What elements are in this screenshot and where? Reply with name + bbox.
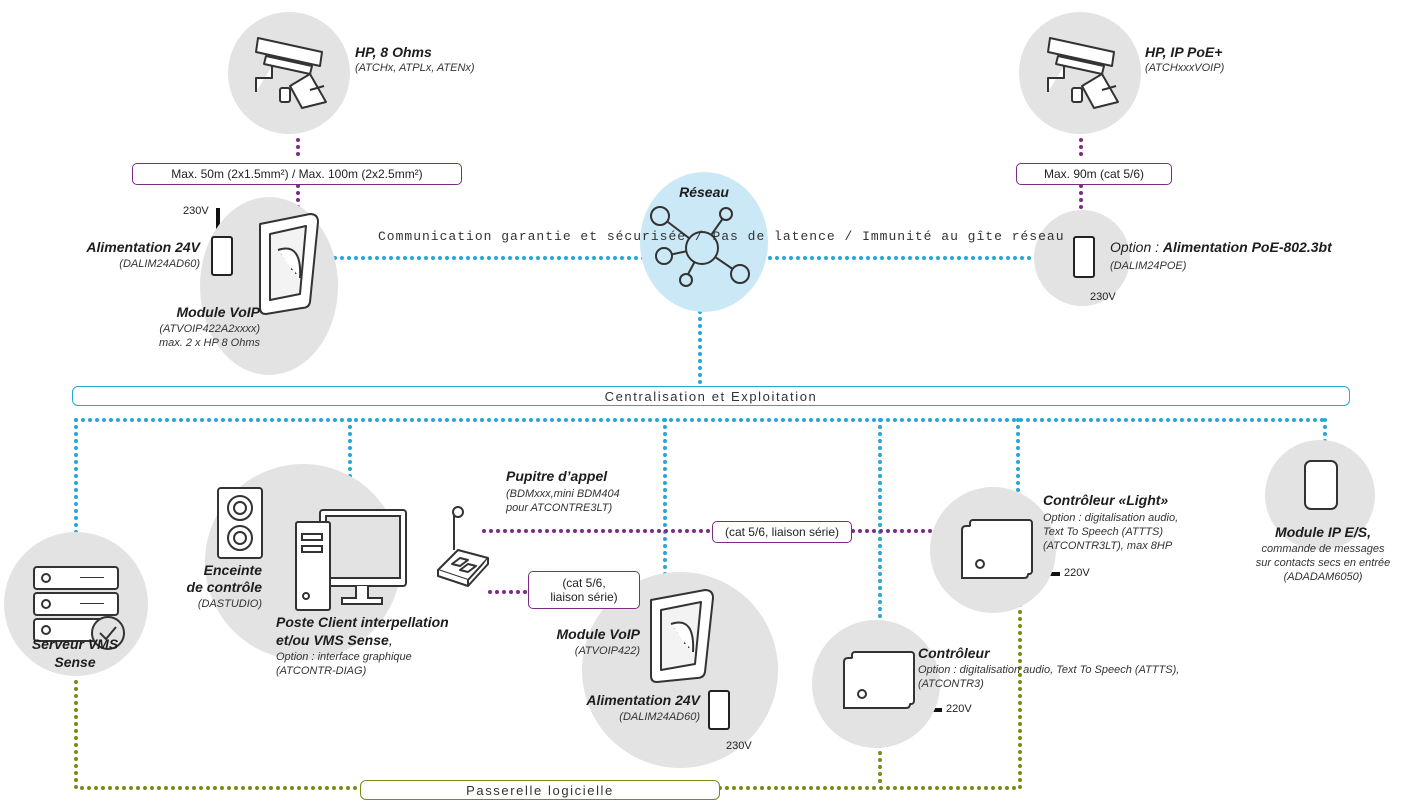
client-note-2: (ATCONTR-DIAG) [276, 665, 367, 677]
io-module-note-2: sur contacts secs en entrée [1255, 557, 1391, 569]
voip-module-bottom-icon [650, 589, 714, 683]
io-module-note-3: (ADADAM6050) [1283, 571, 1363, 583]
software-links [74, 586, 1022, 790]
controller-title: Contrôleur [918, 645, 990, 661]
voltage-left-top: 230V [183, 205, 209, 217]
desktop-computer-icon [295, 509, 407, 611]
speaker-ref: (DASTUDIO) [197, 598, 262, 610]
poe-option-ref: (DALIM24POE) [1110, 260, 1187, 272]
hp-8ohms-circle [228, 12, 350, 134]
light-controller-note-2: Text To Speech (ATTTS) [1043, 526, 1164, 538]
poe-option-title: Alimentation PoE-802.3bt [1162, 239, 1332, 255]
light-controller-title: Contrôleur «Light» [1043, 492, 1169, 508]
power-supply-icon [211, 236, 233, 276]
hp-8ohms-title: HP, 8 Ohms [355, 44, 432, 60]
psu-ref-left: (DALIM24AD60) [119, 258, 200, 270]
controller-icon [843, 651, 915, 709]
network-title: Réseau [679, 184, 729, 200]
client-note-1: Option : interface graphique [276, 651, 412, 663]
serial-link-short-line1: (cat 5/6, [562, 576, 606, 590]
voip-bottom-title: Module VoIP [556, 626, 640, 642]
desk-ref-2: pour ATCONTRE3LT) [506, 502, 613, 514]
voltage-controller: 220V [946, 703, 972, 715]
light-controller-icon [961, 519, 1033, 579]
poe-option-label: Option : Alimentation PoE-802.3bt [1110, 239, 1332, 255]
centralisation-band: Centralisation et Exploitation [72, 386, 1350, 406]
controller-note-1: Option : digitalisation audio, Text To S… [918, 664, 1180, 676]
desk-title: Pupitre d’appel [506, 468, 608, 484]
camera-horn-icon [255, 37, 327, 109]
psu-bottom-title: Alimentation 24V [586, 692, 700, 708]
module-voip-title: Module VoIP [176, 304, 260, 320]
voip-module-icon [259, 213, 319, 315]
power-supply-bottom-icon [708, 690, 730, 730]
speaker-icon [217, 487, 263, 559]
io-module-note-1: commande de messages [1261, 543, 1385, 555]
cable-spec-left: Max. 50m (2x1.5mm²) / Max. 100m (2x2.5mm… [132, 163, 462, 185]
network-links [74, 256, 1327, 662]
serial-link-long: (cat 5/6, liaison série) [712, 521, 852, 543]
hp-ip-title: HP, IP PoE+ [1145, 44, 1223, 60]
call-desk-icon [437, 506, 489, 587]
cable-spec-right: Max. 90m (cat 5/6) [1016, 163, 1172, 185]
light-controller-note-1: Option : digitalisation audio, [1043, 512, 1179, 524]
client-label-2-suffix: , [388, 632, 393, 648]
psu-bottom-ref: (DALIM24AD60) [619, 711, 700, 723]
server-icon [33, 566, 125, 650]
client-label-2: et/ou VMS Sense, [276, 632, 393, 648]
hp-8ohms-refs: (ATCHx, ATPLx, ATENx) [355, 62, 475, 74]
voltage-voip-bottom: 230V [726, 740, 752, 752]
network-nodes-icon [650, 206, 750, 287]
serial-link-short-line2: liaison série) [550, 590, 618, 604]
desk-ref-1: (BDMxxx,mini BDM404 [506, 488, 620, 500]
client-label-2-text: et/ou VMS Sense [276, 632, 389, 648]
voltage-light-controller: 220V [1064, 567, 1090, 579]
voip-bottom-ref: (ATVOIP422) [574, 645, 640, 657]
network-subtitle: Communication garantie et sécurisée / Pa… [378, 229, 1065, 244]
speaker-label-1: Enceinte [203, 562, 262, 578]
server-label-2: Sense [54, 654, 96, 670]
speaker-label-2: de contrôle [186, 579, 262, 595]
io-module-title: Module IP E/S, [1275, 524, 1371, 540]
poe-supply-icon [1073, 236, 1095, 278]
poe-option-prefix: Option : [1110, 239, 1163, 255]
camera-horn-ip-icon [1047, 37, 1119, 109]
hp-ip-circle [1019, 12, 1141, 134]
hp-ip-ref: (ATCHxxxVOIP) [1145, 62, 1225, 74]
psu-title-left: Alimentation 24V [86, 239, 200, 255]
serial-link-short: (cat 5/6, liaison série) [528, 571, 640, 609]
server-label-1: Serveur VMS [31, 636, 119, 652]
module-voip-ref: (ATVOIP422A2xxxx) [159, 323, 260, 335]
module-voip-note: max. 2 x HP 8 Ohms [158, 337, 260, 349]
client-label-1: Poste Client interpellation [276, 614, 449, 630]
light-controller-note-3: (ATCONTR3LT), max 8HP [1043, 540, 1173, 552]
passerelle-band: Passerelle logicielle [360, 780, 720, 800]
voltage-right-top: 230V [1090, 291, 1116, 303]
controller-note-2: (ATCONTR3) [918, 678, 984, 690]
io-module-icon [1304, 460, 1338, 510]
